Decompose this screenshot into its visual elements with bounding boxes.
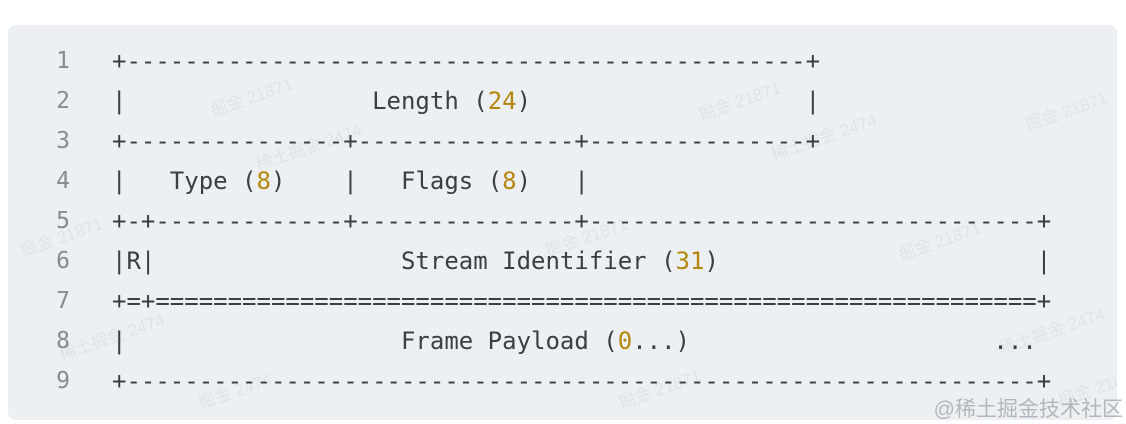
line-number: 3	[56, 128, 70, 154]
ascii-art-segment: ) | Flags (	[270, 167, 503, 195]
line-number: 6	[56, 248, 70, 274]
code-text: | Length (24) |	[112, 81, 820, 121]
ascii-art-segment: +-+-------------+---------------+-------…	[112, 207, 1052, 235]
ascii-art-segment: | Length (	[112, 87, 488, 115]
code-line: 5 +-+-------------+---------------+------…	[8, 201, 1117, 241]
code-text: +=+=====================================…	[112, 281, 1051, 321]
ascii-art-segment: |R| Stream Identifier (	[112, 247, 676, 275]
line-number: 5	[56, 208, 70, 234]
line-number: 2	[56, 88, 70, 114]
highlighted-number: 0	[617, 327, 633, 355]
code-line: 9 +--------------------------------------…	[8, 361, 1117, 401]
line-number: 7	[56, 288, 70, 314]
code-line: 1 +--------------------------------------…	[8, 41, 1117, 81]
code-text: +---------------------------------------…	[112, 41, 820, 81]
line-number: 1	[56, 48, 70, 74]
highlighted-number: 31	[675, 247, 705, 275]
line-number: 8	[56, 328, 70, 354]
ascii-art-segment: ) |	[516, 87, 821, 115]
ascii-art-segment: +---------------------------------------…	[112, 367, 1052, 395]
code-text: +-+-------------+---------------+-------…	[112, 201, 1051, 241]
code-line: 4| Type (8) | Flags (8) |	[8, 161, 1117, 201]
code-text: +---------------+---------------+-------…	[112, 121, 820, 161]
code-line: 2 | Length (24) |	[8, 81, 1117, 121]
line-number: 9	[56, 368, 70, 394]
ascii-frame-diagram: 1 +--------------------------------------…	[8, 25, 1117, 401]
ascii-art-segment: ...) ...	[632, 327, 1037, 355]
ascii-art-segment: +=+=====================================…	[112, 287, 1052, 315]
ascii-art-segment: | Frame Payload (	[112, 327, 618, 355]
highlighted-number: 8	[256, 167, 271, 195]
code-text: | Type (8) | Flags (8) |	[112, 161, 589, 201]
code-line: 3 +---------------+---------------+------…	[8, 121, 1117, 161]
highlighted-number: 24	[487, 87, 517, 115]
ascii-art-segment: +---------------+---------------+-------…	[112, 127, 821, 155]
code-line: 8 | Frame Payload (0...) ...	[8, 321, 1117, 361]
code-text: +---------------------------------------…	[112, 361, 1051, 401]
code-line: 6 |R| Stream Identifier (31) |	[8, 241, 1117, 281]
line-number: 4	[56, 168, 70, 194]
ascii-art-segment: +---------------------------------------…	[112, 47, 821, 75]
code-text: | Frame Payload (0...) ...	[112, 321, 1037, 361]
site-watermark: @稀土掘金技术社区	[933, 398, 1123, 421]
code-line: 7 +=+====================================…	[8, 281, 1117, 321]
highlighted-number: 8	[502, 167, 517, 195]
code-text: |R| Stream Identifier (31) |	[112, 241, 1051, 281]
ascii-art-segment: | Type (	[112, 167, 257, 195]
ascii-art-segment: ) |	[516, 167, 589, 195]
ascii-art-segment: ) |	[704, 247, 1052, 275]
